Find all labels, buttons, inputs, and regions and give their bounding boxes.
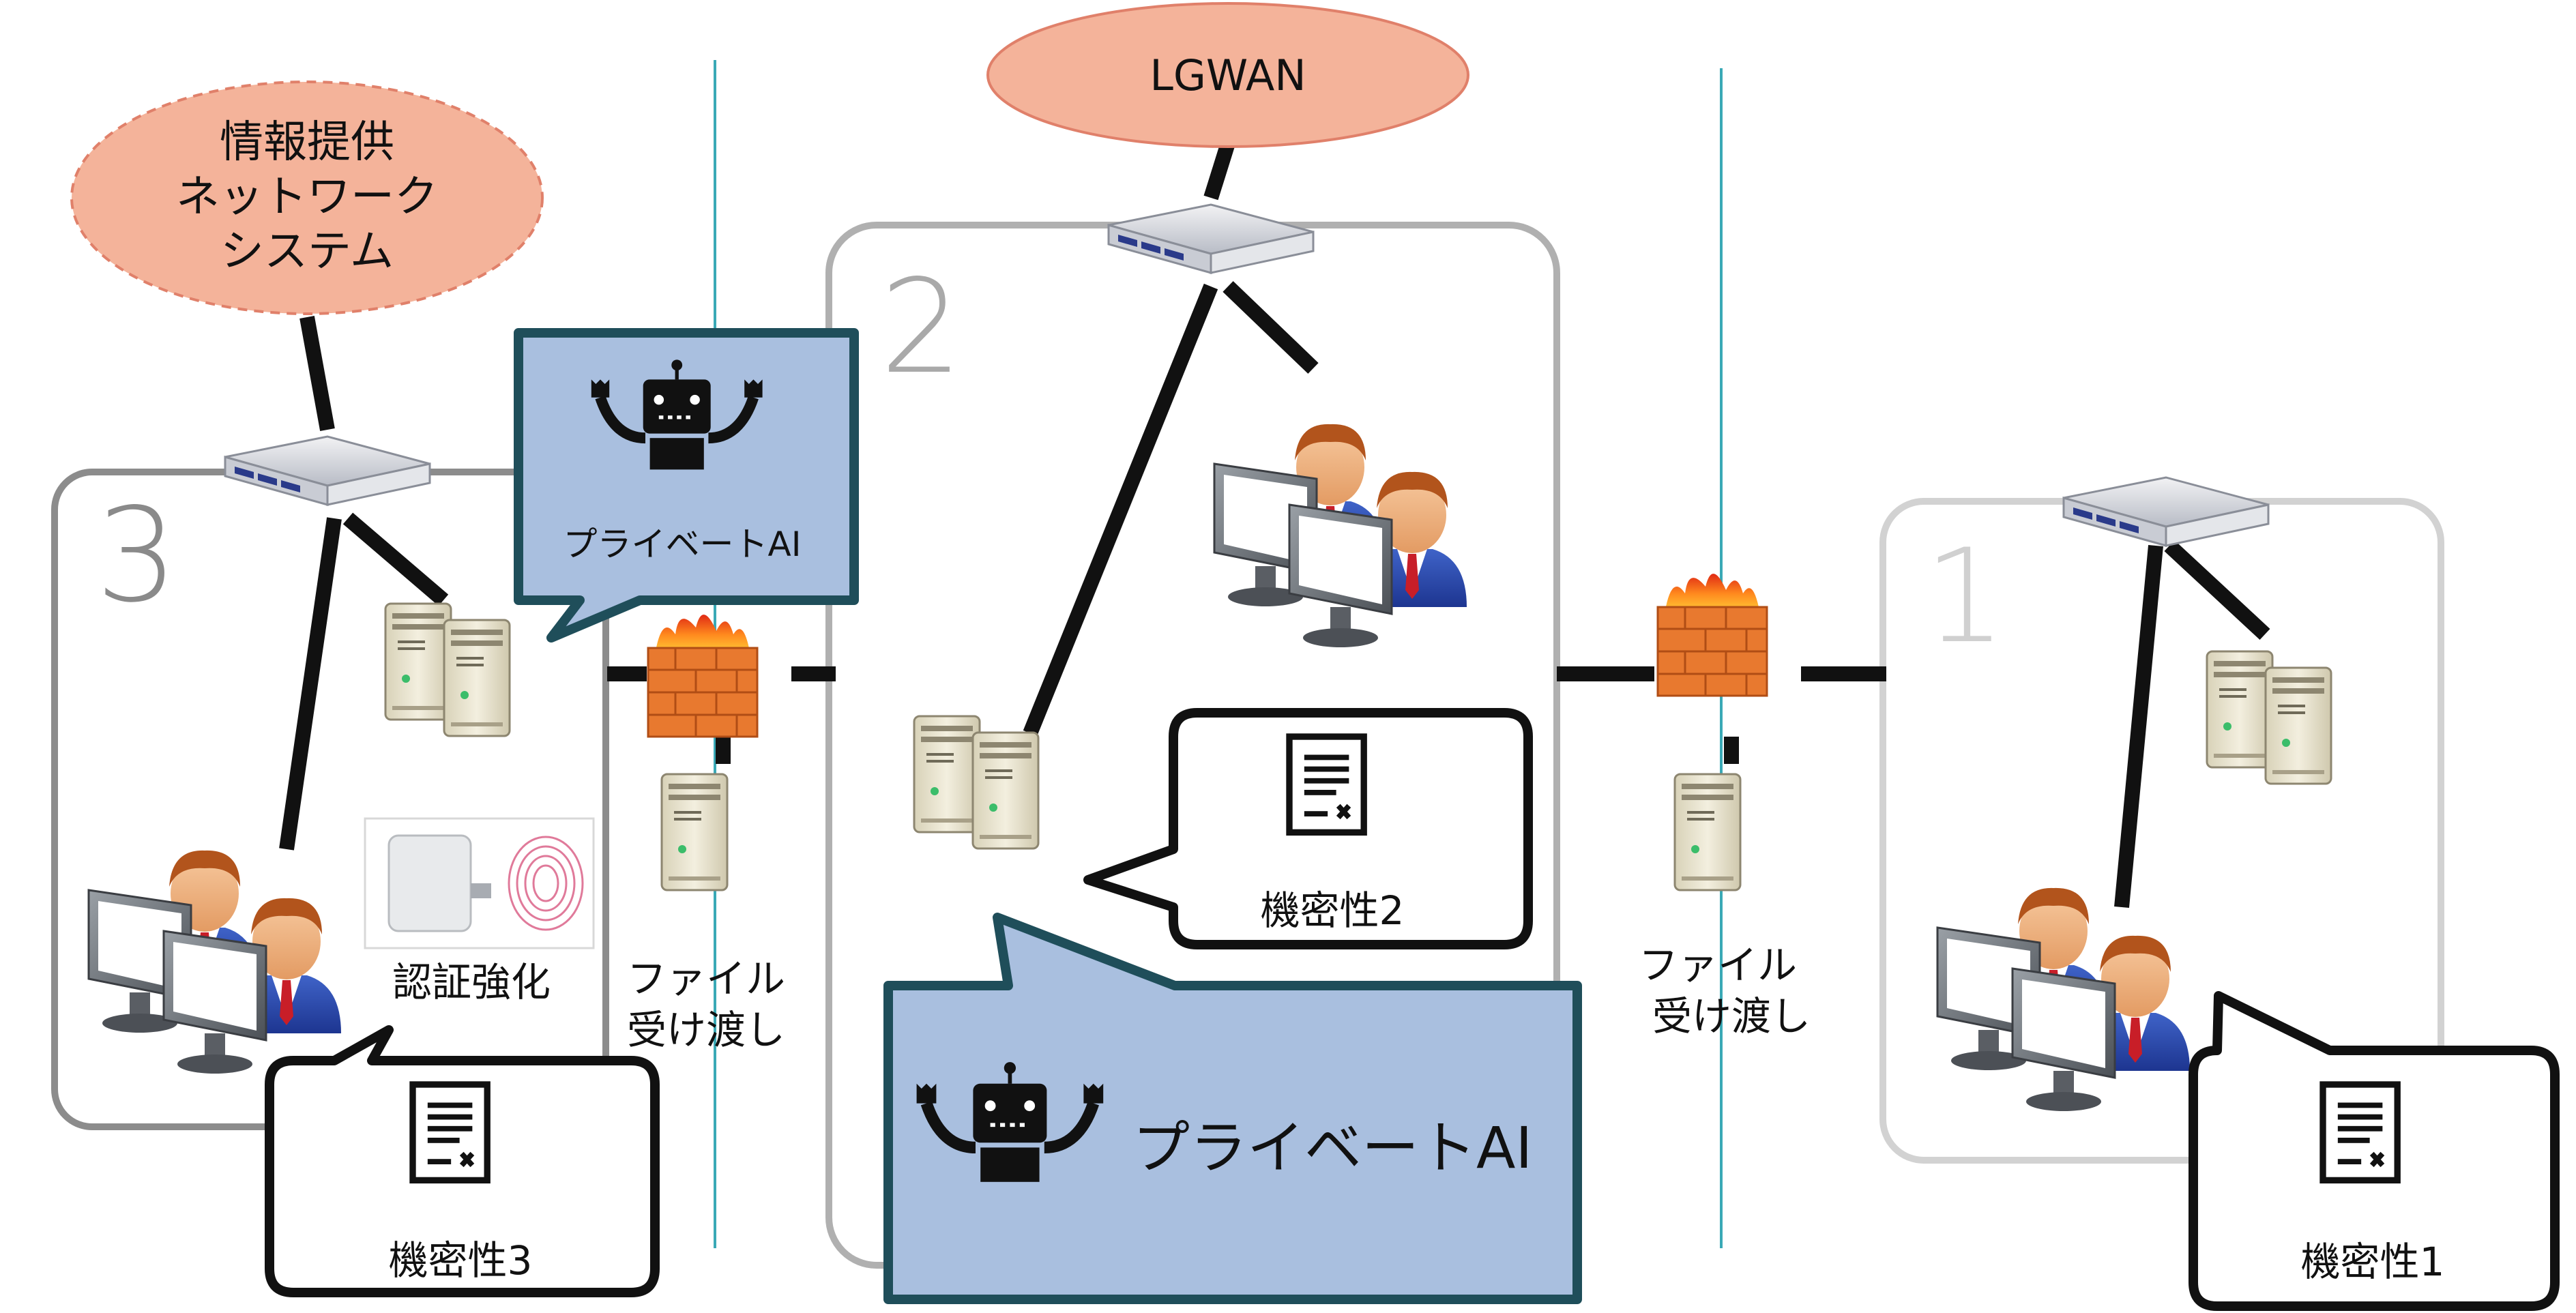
info-network-cloud bbox=[70, 80, 544, 315]
firewall-icon-left bbox=[647, 613, 759, 738]
confidentiality-3-label: 機密性3 bbox=[389, 1237, 533, 1284]
info-network-label-line1: 情報提供 bbox=[220, 117, 394, 168]
document-icon-3 bbox=[413, 1085, 487, 1180]
document-icon-2 bbox=[1289, 737, 1364, 832]
switch-icon-zone2 bbox=[1107, 203, 1315, 274]
connection-lines bbox=[279, 141, 2270, 909]
switch-icon-zone1 bbox=[2062, 476, 2270, 547]
confidentiality-3-callout: 機密性3 bbox=[265, 1025, 660, 1297]
file-transfer-left-line2: 受け渡し bbox=[627, 1007, 785, 1053]
fingerprint-icon bbox=[508, 836, 584, 931]
workstation-icon-zone3 bbox=[89, 851, 341, 1074]
document-icon-1 bbox=[2323, 1085, 2397, 1180]
switch-icon-zone3 bbox=[224, 435, 431, 506]
server-icon-zone3 bbox=[385, 604, 510, 736]
firewall-icon-right bbox=[1656, 572, 1768, 697]
zone-2-number: 2 bbox=[880, 252, 963, 402]
file-server-icon-left bbox=[660, 773, 729, 891]
auth-label: 認証強化 bbox=[392, 959, 551, 1005]
file-server-icon-right bbox=[1673, 773, 1742, 891]
workstation-icon-zone1 bbox=[1937, 888, 2190, 1111]
lgwan-cloud bbox=[986, 2, 1469, 148]
server-icon-zone1 bbox=[2207, 651, 2331, 784]
info-network-label-line2: ネットワーク bbox=[176, 172, 438, 222]
file-transfer-right-line1: ファイル bbox=[1639, 942, 1797, 988]
lgwan-label: LGWAN bbox=[1150, 50, 1306, 100]
workstation-icon-zone2 bbox=[1214, 424, 1467, 647]
private-ai-label-large: プライベートAI bbox=[1132, 1115, 1532, 1181]
confidentiality-1-label: 機密性1 bbox=[2301, 1239, 2445, 1285]
file-transfer-right-line2: 受け渡し bbox=[1652, 993, 1811, 1039]
confidentiality-2-label: 機密性2 bbox=[1261, 887, 1405, 934]
zone-3-number: 3 bbox=[96, 480, 178, 631]
info-network-label-line3: システム bbox=[220, 226, 394, 277]
server-icon-zone2 bbox=[914, 716, 1038, 849]
confidentiality-1-callout: 機密性1 bbox=[2189, 991, 2560, 1311]
confidentiality-2-callout: 機密性2 bbox=[1083, 708, 1533, 949]
private-ai-callout-small: プライベートAI bbox=[514, 328, 859, 643]
zone-1-number: 1 bbox=[1924, 521, 2006, 672]
auth-device-icon bbox=[364, 817, 595, 949]
private-ai-callout-large: プライベートAI bbox=[883, 913, 1582, 1304]
file-transfer-left-line1: ファイル bbox=[627, 956, 785, 1002]
private-ai-label-small: プライベートAI bbox=[564, 525, 802, 564]
